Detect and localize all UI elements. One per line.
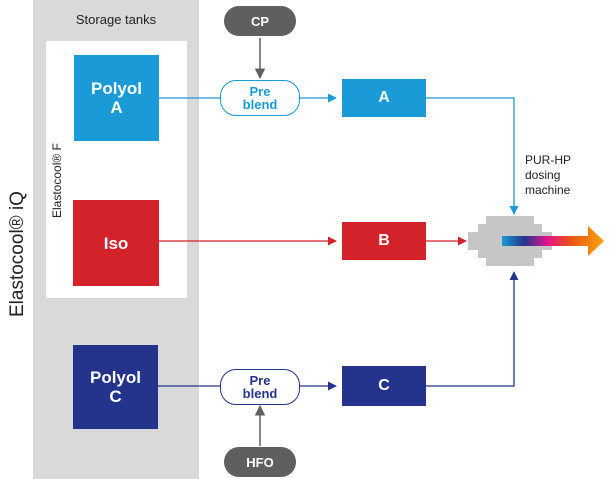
preblend-top: Pre blend [220,80,300,116]
tank-iso: Iso [73,200,159,286]
additive-cp: CP [224,6,296,36]
additive-hfo: HFO [224,447,296,477]
mixing-output-arrow [502,226,604,256]
storage-tanks-title: Storage tanks [75,12,157,27]
component-b: B [342,222,426,260]
component-a: A [342,79,426,117]
dosing-machine-label: PUR-HP dosing machine [525,153,572,197]
component-c: C [342,366,426,406]
tank-polyol-c: Polyol C [73,345,158,429]
preblend-bottom: Pre blend [220,369,300,405]
c-to-machine-arrow [426,271,519,387]
a-to-machine-arrow [426,97,519,215]
tank-polyol-a: Polyol A [74,55,159,141]
